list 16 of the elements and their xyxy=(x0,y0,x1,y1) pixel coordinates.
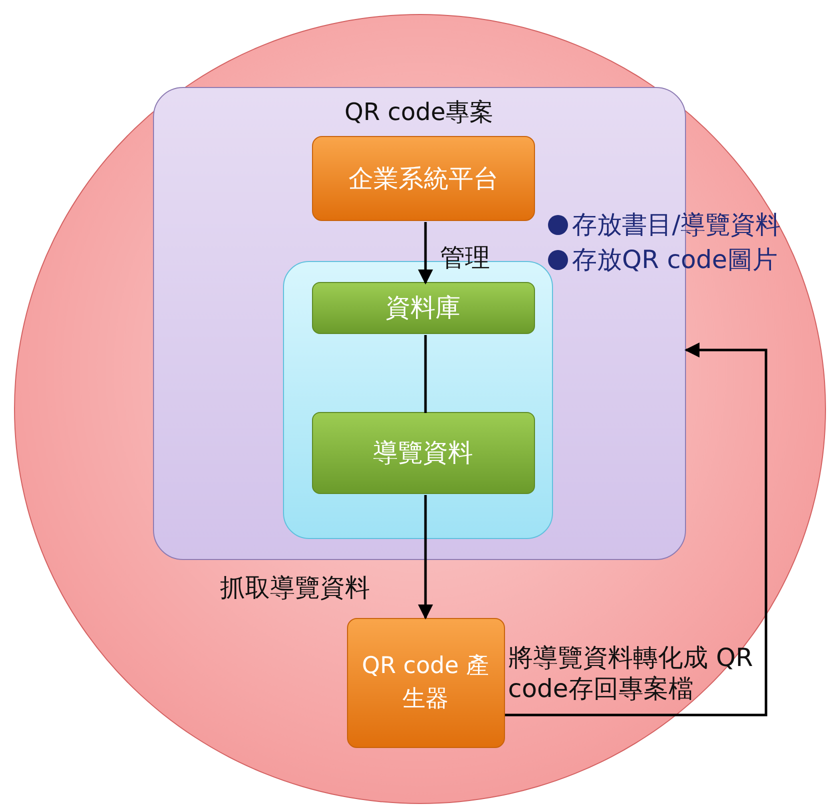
process-box xyxy=(312,412,534,494)
panel-title: QR code專案 xyxy=(343,96,495,128)
process-box xyxy=(312,282,534,334)
box-label: 企業系統平台 xyxy=(348,163,500,195)
edge-label: 抓取導覽資料 xyxy=(220,572,371,604)
box-label: QR code 產生器 xyxy=(360,652,490,714)
process-box xyxy=(312,136,535,221)
arrow xyxy=(418,495,433,620)
note-text: 存放QR code圖片 xyxy=(572,244,778,276)
box-label: 導覽資料 xyxy=(372,437,474,469)
process-box xyxy=(346,618,504,748)
arrow xyxy=(505,342,768,716)
edge-label: 將導覽資料轉化成 QR code存回專案檔 xyxy=(508,642,754,704)
arrow xyxy=(418,222,433,284)
note-text: 存放書目/導覽資料 xyxy=(572,209,780,241)
box-label: 資料庫 xyxy=(384,292,462,324)
